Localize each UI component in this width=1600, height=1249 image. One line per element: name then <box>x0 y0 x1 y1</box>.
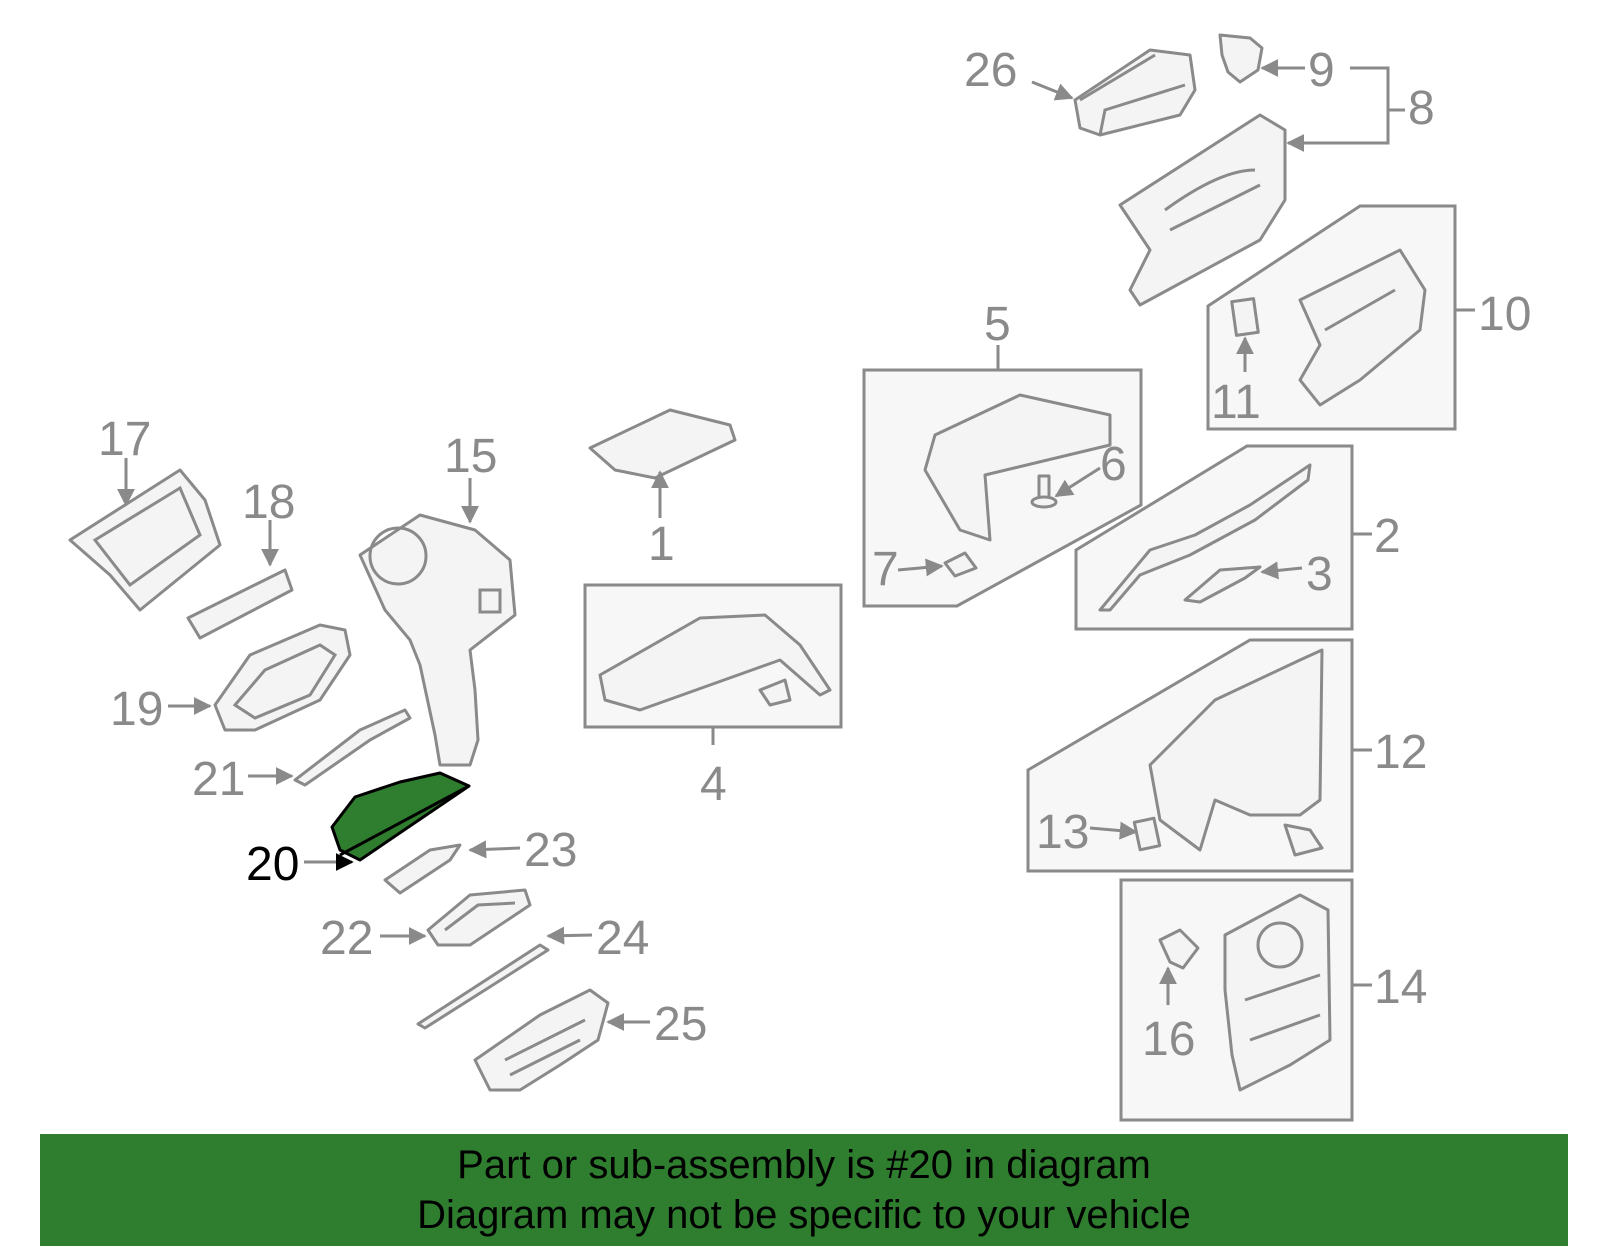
callout-17: 17 <box>98 413 151 466</box>
callout-16: 16 <box>1142 1013 1195 1066</box>
callout-10: 10 <box>1478 288 1531 341</box>
part-24-strip[interactable] <box>416 943 550 1030</box>
info-banner: Part or sub-assembly is #20 in diagram D… <box>40 1134 1568 1246</box>
parts-diagram: 26 9 8 10 11 5 6 7 1 4 2 3 12 13 14 16 1… <box>68 33 1531 1122</box>
part-4-duct-assembly[interactable] <box>598 613 832 712</box>
callout-11: 11 <box>1211 376 1261 429</box>
part-14-center-bezel[interactable] <box>1223 893 1332 1092</box>
callout-25: 25 <box>654 998 707 1051</box>
callout-5: 5 <box>984 298 1011 351</box>
callout-13: 13 <box>1036 806 1089 859</box>
part-3-vent[interactable] <box>1183 565 1262 604</box>
callout-2: 2 <box>1374 510 1401 563</box>
part-20-highlighted[interactable] <box>330 771 471 862</box>
callout-15: 15 <box>444 430 497 483</box>
banner-line-2: Diagram may not be specific to your vehi… <box>417 1193 1191 1237</box>
callout-6: 6 <box>1100 438 1127 491</box>
callout-23: 23 <box>524 824 577 877</box>
callout-21: 21 <box>192 753 245 806</box>
part-25-vent-assembly[interactable] <box>473 988 610 1092</box>
part-21-trim[interactable] <box>293 708 412 787</box>
callout-18: 18 <box>242 476 295 529</box>
callout-8: 8 <box>1408 82 1435 135</box>
part-19-cluster-housing[interactable] <box>213 623 352 732</box>
callout-24: 24 <box>596 912 649 965</box>
callout-20: 20 <box>246 838 299 891</box>
callout-22: 22 <box>320 912 373 965</box>
banner-line-1: Part or sub-assembly is #20 in diagram <box>457 1143 1151 1187</box>
callout-14: 14 <box>1374 961 1427 1014</box>
callout-4: 4 <box>700 758 727 811</box>
callout-1: 1 <box>648 518 675 571</box>
part-1-duct[interactable] <box>588 408 737 480</box>
callout-9: 9 <box>1308 44 1335 97</box>
part-18-trim-strip[interactable] <box>186 568 294 640</box>
part-9-bracket[interactable] <box>1218 33 1264 84</box>
part-6-screw[interactable] <box>1030 474 1058 509</box>
part-23-panel[interactable] <box>383 843 462 895</box>
part-7-clip[interactable] <box>943 551 978 578</box>
part-26-airbag-module[interactable] <box>1073 48 1197 137</box>
callout-19: 19 <box>110 683 163 736</box>
callout-26: 26 <box>964 44 1017 97</box>
part-11-clip[interactable] <box>1230 297 1260 337</box>
part-17-display[interactable] <box>68 468 222 612</box>
callout-12: 12 <box>1374 726 1427 779</box>
part-22-panel[interactable] <box>426 888 532 947</box>
callout-3: 3 <box>1306 548 1333 601</box>
part-10-glove-box[interactable] <box>1298 248 1427 407</box>
part-15-dash-panel[interactable] <box>358 513 517 767</box>
part-12-side-panel[interactable] <box>1148 648 1324 857</box>
part-2-trim-strip[interactable] <box>1098 463 1312 612</box>
part-16-clip[interactable] <box>1158 928 1200 970</box>
part-8-frame[interactable] <box>1118 113 1287 307</box>
part-5-lower-panel[interactable] <box>923 393 1112 542</box>
part-13-clip[interactable] <box>1132 816 1162 852</box>
callout-7: 7 <box>872 543 899 596</box>
